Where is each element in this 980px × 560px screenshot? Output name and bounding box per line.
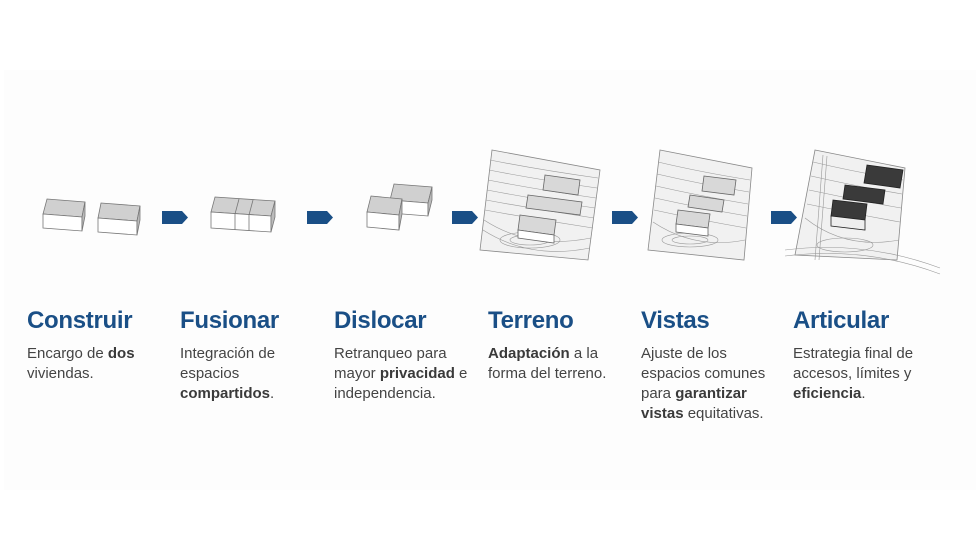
step-description: Adaptación a la forma del terreno. <box>488 345 607 382</box>
step-title: Articular <box>793 307 889 334</box>
staggered-blocks-on-terrain-icon <box>647 149 753 261</box>
step-description: Integración de espacios compartidos. <box>180 345 276 402</box>
step-vistas: Vistas Ajuste de los espacios comunes pa… <box>641 306 766 424</box>
offset-blocks-icon <box>366 183 433 231</box>
merged-block-icon <box>210 196 276 233</box>
step-description: Encargo de dos viviendas. <box>27 345 135 382</box>
step-description: Estrategia final de accesos, límites y e… <box>793 345 914 402</box>
arrow-right-icon <box>452 211 478 224</box>
diagram-panel <box>4 70 976 490</box>
arrow-right-icon <box>771 211 797 224</box>
arrow-right-icon <box>612 211 638 224</box>
final-buildings-on-terrain-icon <box>785 149 941 275</box>
arrow-right-icon <box>162 211 188 224</box>
step-dislocar: Dislocar Retranqueo para mayor privacida… <box>334 306 469 404</box>
step-title: Terreno <box>488 307 574 334</box>
step-articular: Articular Estrategia final de accesos, l… <box>793 306 928 404</box>
step-description: Ajuste de los espacios comunes para gara… <box>641 345 766 422</box>
step-title: Construir <box>27 307 133 334</box>
step-construir: Construir Encargo de dos viviendas. <box>27 306 177 384</box>
step-title: Dislocar <box>334 307 427 334</box>
step-title: Fusionar <box>180 307 279 334</box>
blocks-on-terrain-icon <box>479 149 601 261</box>
step-terreno: Terreno Adaptación a la forma del terren… <box>488 306 628 384</box>
step-title: Vistas <box>641 307 710 334</box>
two-separate-blocks-icon <box>42 198 141 236</box>
step-fusionar: Fusionar Integración de espacios compart… <box>180 306 310 404</box>
arrow-right-icon <box>307 211 333 224</box>
step-description: Retranqueo para mayor privacidad e indep… <box>334 345 468 402</box>
